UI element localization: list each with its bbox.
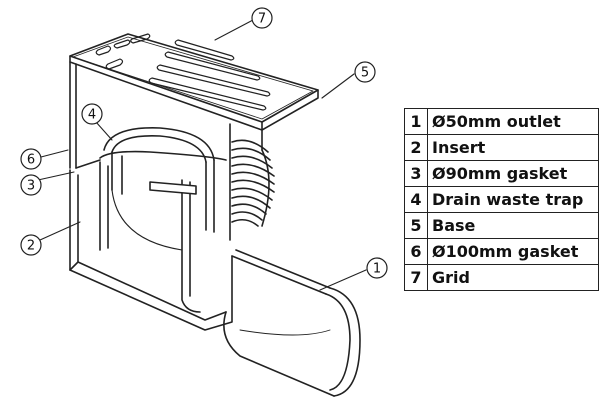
legend-label: Base xyxy=(427,212,599,239)
legend-number: 4 xyxy=(404,186,428,213)
legend-label: Ø100mm gasket xyxy=(427,238,599,265)
legend-label: Drain waste trap xyxy=(427,186,599,213)
base-box xyxy=(69,61,263,241)
callout-3: 3 xyxy=(20,174,42,196)
legend-number: 3 xyxy=(404,160,428,187)
callout-6: 6 xyxy=(20,148,42,170)
outlet-pipe xyxy=(223,249,361,397)
svg-text:6: 6 xyxy=(27,153,35,168)
leader-lines xyxy=(37,19,367,291)
legend-number: 1 xyxy=(404,108,428,135)
svg-text:1: 1 xyxy=(373,262,381,277)
svg-text:5: 5 xyxy=(361,66,369,81)
drain-waste-trap xyxy=(103,127,215,313)
svg-text:2: 2 xyxy=(27,239,35,254)
callout-5: 5 xyxy=(354,61,376,83)
legend-label: Ø50mm outlet xyxy=(427,108,599,135)
callout-7: 7 xyxy=(251,7,273,29)
legend-label: Insert xyxy=(427,134,599,161)
svg-text:7: 7 xyxy=(258,12,266,27)
legend-label: Ø90mm gasket xyxy=(427,160,599,187)
callout-1: 1 xyxy=(366,257,388,279)
svg-text:4: 4 xyxy=(88,108,96,123)
grid-plate xyxy=(69,33,319,131)
callout-4: 4 xyxy=(81,103,103,125)
legend-number: 5 xyxy=(404,212,428,239)
svg-text:3: 3 xyxy=(27,179,35,194)
gasket-ribs xyxy=(231,139,275,227)
legend-number: 2 xyxy=(404,134,428,161)
legend-number: 7 xyxy=(404,264,428,291)
legend-label: Grid xyxy=(427,264,599,291)
legend-number: 6 xyxy=(404,238,428,265)
callout-2: 2 xyxy=(20,234,42,256)
